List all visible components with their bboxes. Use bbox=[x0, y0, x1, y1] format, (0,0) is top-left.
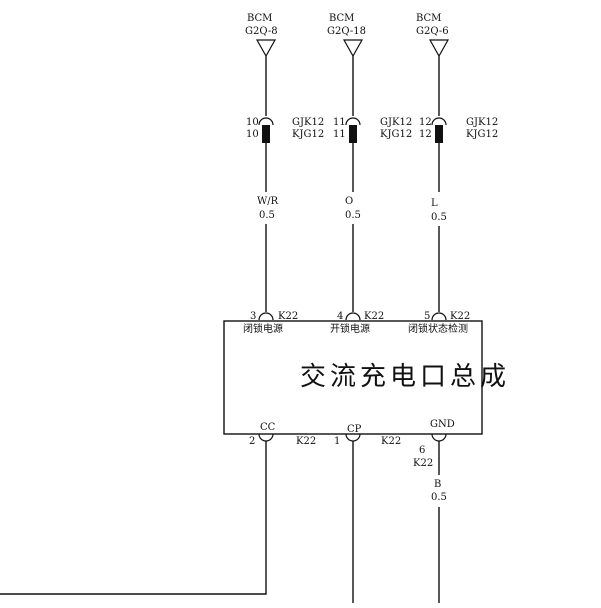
bcm-pin-3: G2Q-6 bbox=[416, 26, 449, 37]
module-name-char-5: 口 bbox=[420, 362, 446, 392]
pin-cc-signal: CC bbox=[260, 422, 276, 433]
bcm-pin-2: G2Q-18 bbox=[327, 26, 366, 37]
bcm-label-3: BCM bbox=[416, 13, 441, 24]
k22-label-2: K22 bbox=[364, 311, 384, 322]
conn-name-bottom-1: KJG12 bbox=[292, 129, 324, 140]
function-label-2: 开锁电源 bbox=[330, 322, 370, 335]
conn-pin-top-1: 10 bbox=[246, 117, 259, 128]
pin-cp-number: 1 bbox=[334, 436, 340, 447]
bcm-pin-1: G2Q-8 bbox=[245, 26, 278, 37]
k22-pin-2: 4 bbox=[337, 311, 343, 322]
connector-male-3-icon bbox=[435, 125, 443, 143]
pin-cp-signal: CP bbox=[347, 424, 362, 435]
pin-gnd-connector: K22 bbox=[413, 458, 433, 469]
pin-gnd-signal: GND bbox=[430, 419, 455, 430]
bcm-terminal-3-icon bbox=[428, 39, 450, 58]
wire-gnd-color: B bbox=[434, 479, 441, 490]
conn-name-bottom-3: KJG12 bbox=[466, 129, 498, 140]
charging-port-module: 交 流 充 电 口 总 成 bbox=[223, 320, 506, 435]
wire-gauge-1: 0.5 bbox=[259, 210, 275, 221]
module-name-char-3: 充 bbox=[360, 362, 386, 392]
conn-pin-bottom-2: 11 bbox=[333, 129, 346, 140]
wire-gauge-2: 0.5 bbox=[345, 210, 361, 221]
k22-label-3: K22 bbox=[450, 311, 470, 322]
wire-gnd-gauge: 0.5 bbox=[431, 492, 447, 503]
module-name-char-4: 电 bbox=[390, 362, 416, 392]
conn-name-top-2: GJK12 bbox=[380, 117, 412, 128]
k22-pin-1: 3 bbox=[250, 311, 256, 322]
wire-color-1: W/R bbox=[257, 196, 279, 207]
bcm-terminal-2-icon bbox=[342, 39, 364, 58]
circuit-2: BCM G2Q-18 11 11 GJK12 KJG12 O 0.5 4 K22… bbox=[327, 13, 412, 335]
module-name-char-7: 成 bbox=[480, 362, 506, 392]
bcm-label-2: BCM bbox=[329, 13, 354, 24]
bcm-label-1: BCM bbox=[247, 13, 272, 24]
connector-female-2-icon bbox=[345, 117, 361, 126]
wire-gauge-3: 0.5 bbox=[431, 212, 447, 223]
circuit-3: BCM G2Q-6 12 12 GJK12 KJG12 L 0.5 5 K22 … bbox=[408, 13, 498, 335]
k22-socket-2-icon bbox=[345, 312, 361, 321]
module-name-char-1: 交 bbox=[300, 362, 326, 392]
pin-gnd-number: 6 bbox=[419, 445, 425, 456]
conn-pin-top-2: 11 bbox=[333, 117, 346, 128]
k22-socket-1-icon bbox=[258, 312, 274, 321]
conn-name-top-3: GJK12 bbox=[466, 117, 498, 128]
module-name-char-2: 流 bbox=[330, 362, 356, 392]
pin-cc-connector: K22 bbox=[296, 436, 316, 447]
conn-pin-bottom-1: 10 bbox=[246, 129, 259, 140]
wire-color-2: O bbox=[345, 196, 353, 207]
function-label-3: 闭锁状态检测 bbox=[408, 322, 468, 335]
k22-socket-3-icon bbox=[431, 312, 447, 321]
pin-cc-socket-icon bbox=[258, 433, 274, 442]
module-box bbox=[223, 320, 483, 435]
pin-gnd-socket-icon bbox=[431, 433, 447, 442]
circuit-1: BCM G2Q-8 10 10 GJK12 KJG12 W/R 0.5 3 K2… bbox=[243, 13, 324, 335]
pin-cc-number: 2 bbox=[249, 436, 255, 447]
pin-cp-connector: K22 bbox=[381, 436, 401, 447]
bcm-terminal-1-icon bbox=[255, 39, 277, 58]
connector-male-2-icon bbox=[349, 125, 357, 143]
k22-pin-3: 5 bbox=[424, 311, 430, 322]
pin-cc: CC 2 K22 bbox=[0, 422, 316, 595]
conn-name-top-1: GJK12 bbox=[292, 117, 324, 128]
conn-pin-top-3: 12 bbox=[419, 117, 432, 128]
connector-female-3-icon bbox=[431, 117, 447, 126]
k22-label-1: K22 bbox=[278, 311, 298, 322]
conn-pin-bottom-3: 12 bbox=[419, 129, 432, 140]
pin-cp-socket-icon bbox=[345, 433, 361, 442]
connector-male-1-icon bbox=[262, 125, 270, 143]
conn-name-bottom-2: KJG12 bbox=[380, 129, 412, 140]
connector-female-1-icon bbox=[258, 117, 274, 126]
pin-cp: CP 1 K22 bbox=[334, 424, 401, 603]
function-label-1: 闭锁电源 bbox=[243, 322, 283, 335]
wire-color-3: L bbox=[431, 198, 438, 209]
wire-cc bbox=[0, 441, 267, 595]
pin-gnd: GND 6 K22 B 0.5 bbox=[413, 419, 455, 603]
module-name-char-6: 总 bbox=[450, 362, 476, 392]
